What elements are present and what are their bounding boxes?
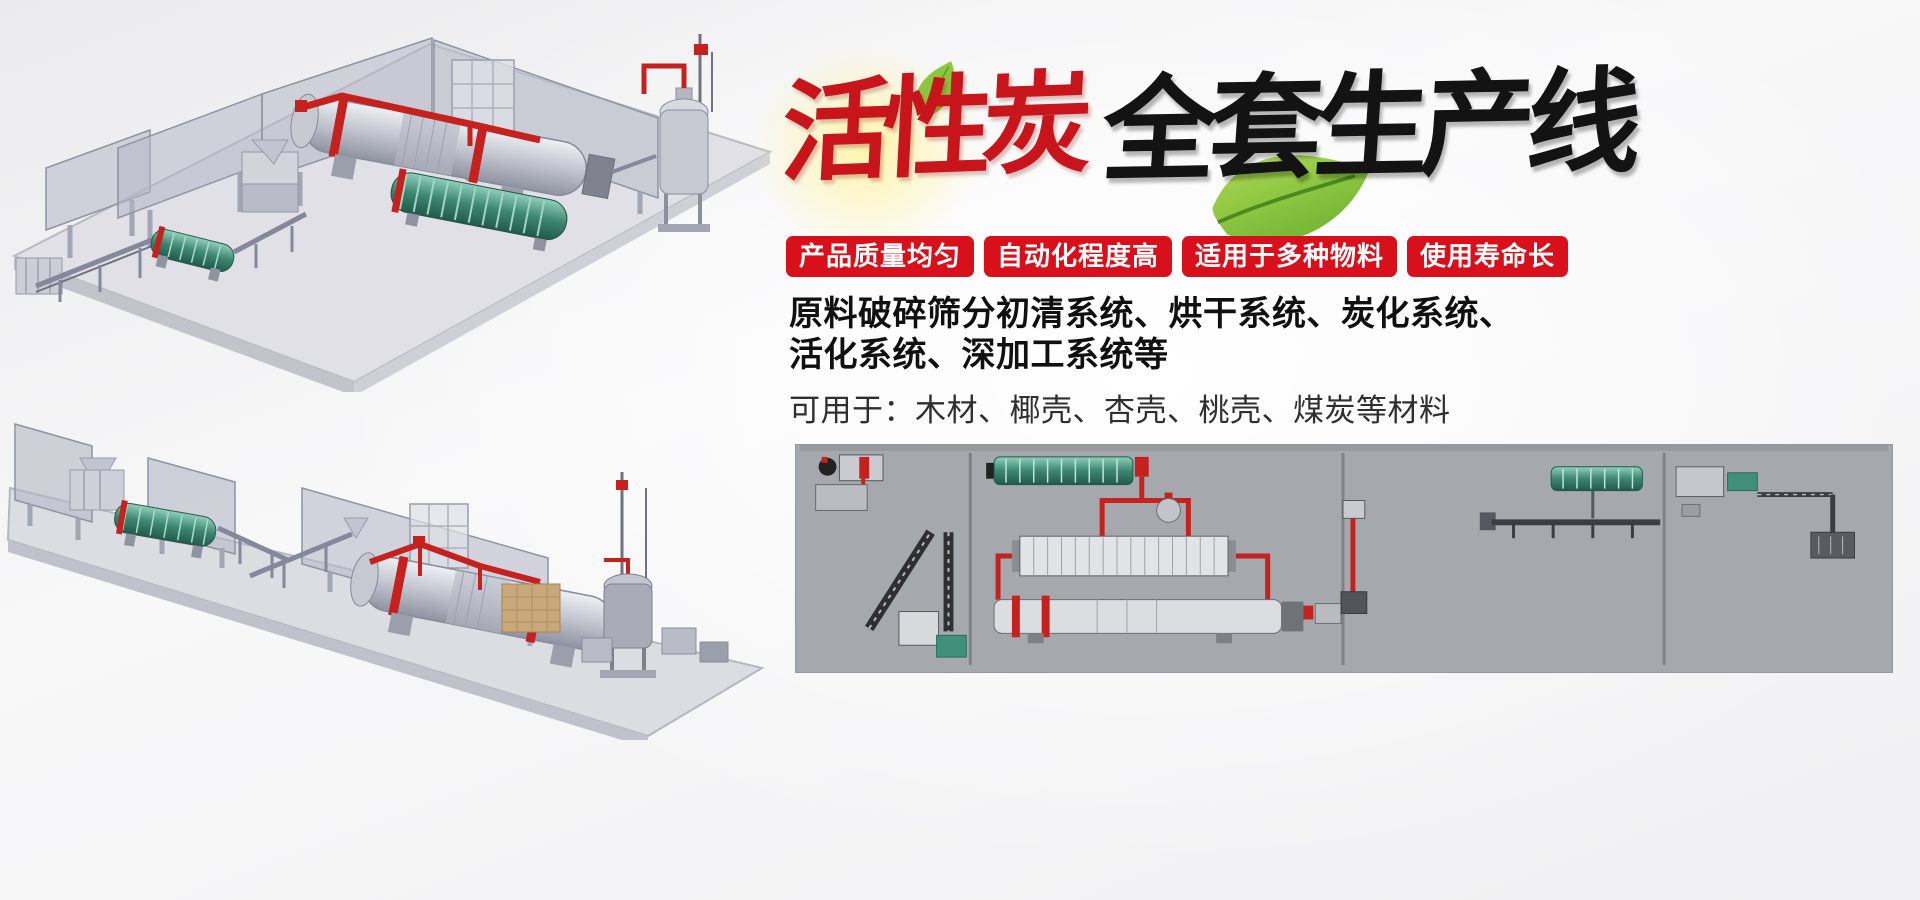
mid-conveyor: [232, 211, 308, 268]
description-line-1: 原料破碎筛分初清系统、烘干系统、炭化系统、: [789, 295, 1514, 333]
top-production-line-illustration: [0, 0, 785, 392]
feature-badge-lifespan: 使用寿命长: [1407, 236, 1569, 277]
leaf-icon: [1196, 121, 1379, 281]
schematic-wall2-equipment: [1340, 500, 1368, 615]
feature-badge-materials: 适用于多种物料: [1182, 236, 1398, 277]
feed-hopper-and-conveyor: [15, 237, 153, 302]
feature-badge-quality: 产品质量均匀: [786, 236, 975, 277]
schematic-dryer-drum: [986, 456, 1149, 486]
brick-heat-panel: [501, 583, 561, 633]
schematic-carbonization-box: [1011, 535, 1236, 577]
teal-rotary-drum: [390, 168, 568, 252]
furnace-tower: [581, 472, 729, 678]
page-title: 活性炭 全套生产线: [778, 59, 1637, 195]
schematic-cyclone: [1156, 492, 1181, 523]
description-block: 原料破碎筛分初清系统、烘干系统、炭化系统、 活化系统、深加工系统等 可用于：木材…: [789, 294, 1514, 430]
description-line-2: 活化系统、深加工系统等: [789, 336, 1169, 374]
schematic-cooling-drum: [1479, 466, 1661, 539]
furnace-tower: [611, 34, 713, 232]
title-black-part: 全套生产线: [1098, 59, 1638, 196]
plant-layout-schematic: [795, 444, 1893, 673]
main-rotary-drum: [290, 93, 616, 211]
schematic-packing-cluster: [1675, 466, 1855, 559]
leaf-icon: [901, 57, 974, 125]
conveyors: [216, 517, 369, 588]
title-red-part: 活性炭: [778, 61, 1086, 196]
bottom-production-line-illustration: [0, 376, 775, 740]
title-block: 活性炭 全套生产线: [752, 44, 1642, 254]
red-piping-top: [368, 536, 541, 590]
feature-badge-automation: 自动化程度高: [984, 236, 1173, 277]
feature-badge-list: 产品质量均匀 自动化程度高 适用于多种物料 使用寿命长: [786, 236, 1569, 277]
small-teal-drum: [150, 225, 235, 282]
small-teal-drum: [114, 499, 217, 559]
description-line-3: 可用于：木材、椰壳、杏壳、桃壳、煤炭等材料: [789, 393, 1451, 428]
feed-machine-box: [241, 139, 299, 213]
schematic-walls: [968, 452, 1666, 666]
feed-machine: [69, 457, 125, 511]
red-piping-top: [295, 92, 541, 146]
schematic-activation-cylinder: [993, 595, 1342, 644]
schematic-left-cluster: [815, 454, 967, 658]
